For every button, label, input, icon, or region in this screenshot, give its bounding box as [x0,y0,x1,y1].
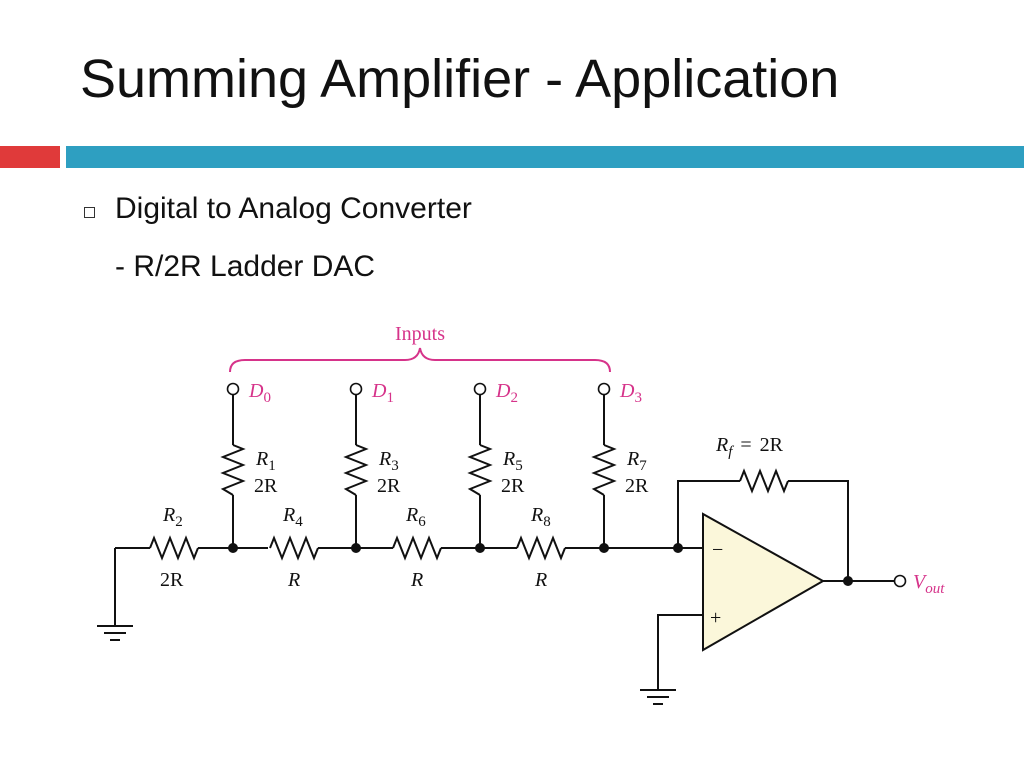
opamp-triangle [702,512,826,652]
input-label-d0: D0 [248,380,271,406]
label-r4: R4 [282,504,303,530]
label-r1: R1 [255,448,276,474]
junction-dot [351,543,361,553]
opamp-minus-sign: − [712,539,723,561]
terminal-d2 [473,382,487,396]
bullet-square-icon [84,207,95,218]
terminal-d1 [349,382,363,396]
output-label-vout: Vout [913,571,945,597]
resistor-r1 [220,444,246,496]
resistor-r6 [392,535,442,561]
label-r8: R8 [530,504,551,530]
resistor-rf [739,468,789,494]
resistor-r4 [269,535,319,561]
label-rf: Rf=2R [715,434,784,460]
label-r3: R3 [378,448,399,474]
terminal-d0 [226,382,240,396]
slide-title: Summing Amplifier - Application [80,49,840,109]
value-r3: 2R [377,475,401,497]
junction-dot [599,543,609,553]
label-r5: R5 [502,448,523,474]
resistor-r2 [149,535,199,561]
bullet-text: Digital to Analog Converter [115,192,472,225]
value-r5: 2R [501,475,525,497]
value-r8: R [534,569,547,591]
accent-bar-red [0,146,60,168]
terminal-d3 [597,382,611,396]
label-r2: R2 [162,504,183,530]
inputs-label: Inputs [395,323,445,345]
value-r7: 2R [625,475,649,497]
opamp-plus-sign: + [710,607,721,629]
junction-dot [673,543,683,553]
ground-icon-right [640,689,676,705]
junction-dot [475,543,485,553]
input-label-d2: D2 [495,380,518,406]
resistor-r3 [343,444,369,496]
accent-bar-blue [66,146,1024,168]
resistor-r5 [467,444,493,496]
input-label-d1: D1 [371,380,394,406]
label-r7: R7 [626,448,647,474]
value-r6: R [410,569,423,591]
label-r6: R6 [405,504,426,530]
junction-dot [228,543,238,553]
feedback-wire [677,480,849,581]
terminal-vout [893,574,907,588]
sub-bullet-text: - R/2R Ladder DAC [115,250,376,283]
junction-dot [843,576,853,586]
opamp-plus-wire [657,614,703,690]
inputs-brace [229,347,611,373]
ground-icon-left [97,625,133,641]
value-r1: 2R [254,475,278,497]
resistor-r7 [591,444,617,496]
input-label-d3: D3 [619,380,642,406]
resistor-r8 [516,535,566,561]
value-r2: 2R [160,569,184,591]
value-r4: R [287,569,300,591]
